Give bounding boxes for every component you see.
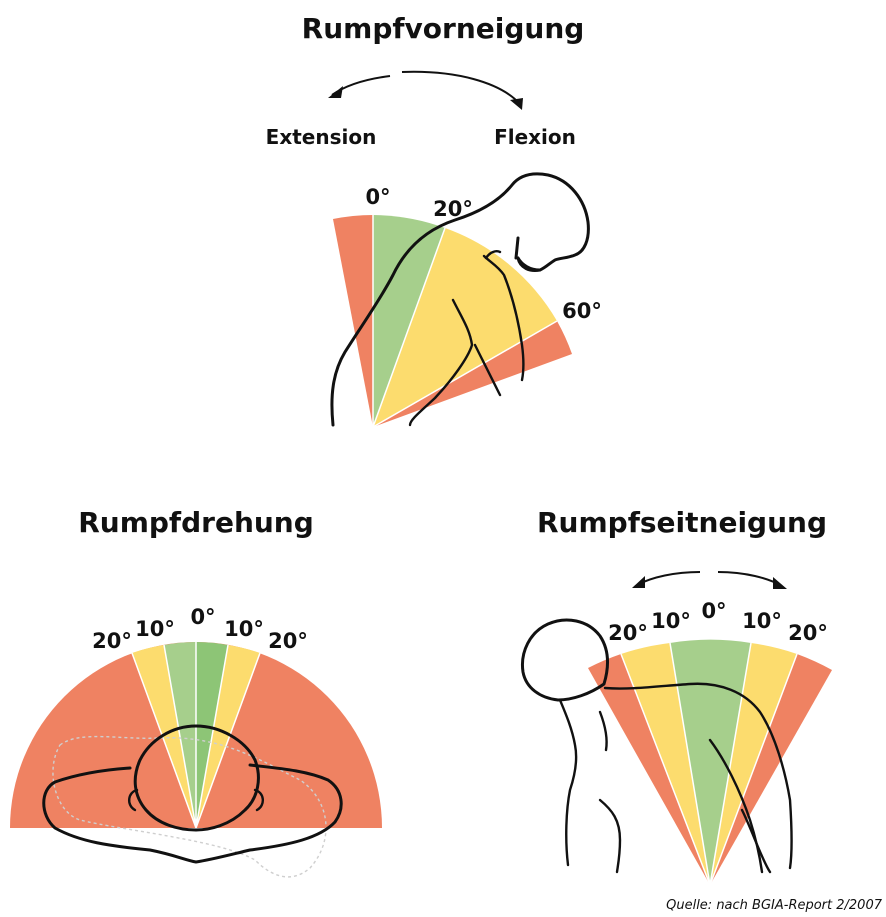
side-label-0: 0° [701,599,726,623]
side-bend-left-arrow [637,572,700,585]
angle-label-0: 0° [365,185,390,209]
side-label-right-10: 10° [742,609,782,633]
flexion-arrowhead [510,98,523,110]
rotation-panel: Rumpfdrehung 20° 10° 0° 10° 20° [10,506,382,877]
flexion-arrow [402,72,520,104]
extension-label: Extension [266,125,377,149]
side-bend-panel: Rumpfseitneigung 20° 10° 0° 10° 20° [522,506,832,885]
angle-label-60: 60° [562,299,602,323]
side-bend-right-arrow [718,572,782,586]
source-note: Quelle: nach BGIA-Report 2/2007 [666,898,883,913]
rotation-label-0: 0° [190,605,215,629]
rotation-title: Rumpfdrehung [78,506,314,539]
side-label-left-20: 20° [608,621,648,645]
rotation-label-right-20: 20° [268,629,308,653]
side-label-left-10: 10° [651,609,691,633]
side-label-right-20: 20° [788,621,828,645]
flexion-label: Flexion [494,125,576,149]
side-bend-left-arrowhead [632,576,645,588]
side-bend-right-arrowhead [773,577,787,589]
extension-arrowhead [328,86,343,98]
side-bend-title: Rumpfseitneigung [537,506,827,539]
extension-sector [333,215,373,427]
rotation-label-left-20: 20° [92,629,132,653]
angle-label-20: 20° [433,197,473,221]
forward-bend-panel: Rumpfvorneigung Extension Flexion 0° 20°… [266,12,602,427]
rotation-label-right-10: 10° [224,617,264,641]
rotation-label-left-10: 10° [135,617,175,641]
forward-bend-title: Rumpfvorneigung [302,12,585,45]
